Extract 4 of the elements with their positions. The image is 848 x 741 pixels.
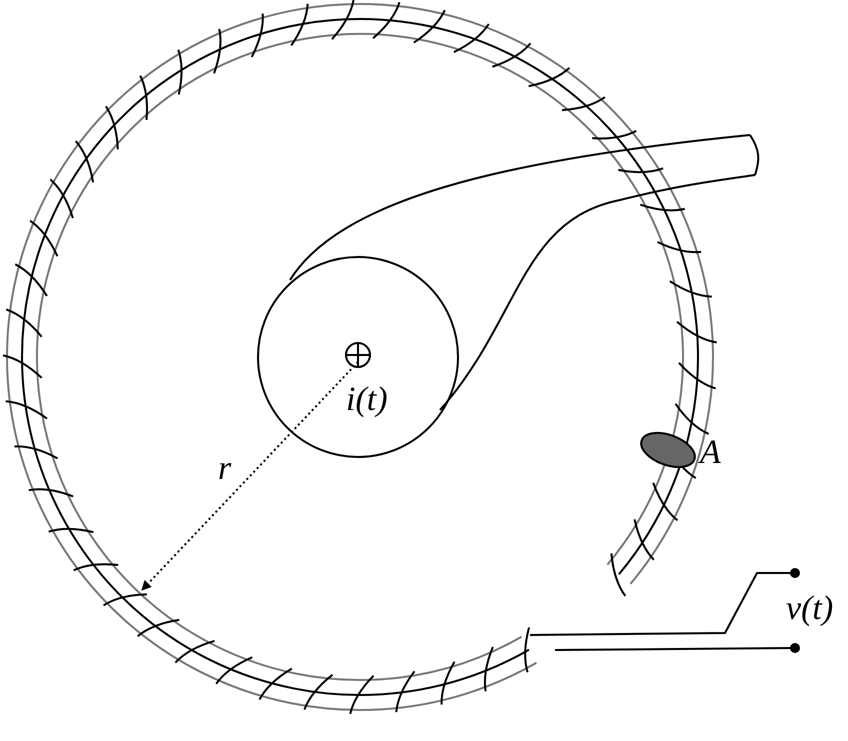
- math-label: v(t): [786, 592, 834, 626]
- math-label: i(t): [346, 383, 388, 417]
- math-label: A: [700, 436, 721, 470]
- math-label: r: [218, 452, 232, 486]
